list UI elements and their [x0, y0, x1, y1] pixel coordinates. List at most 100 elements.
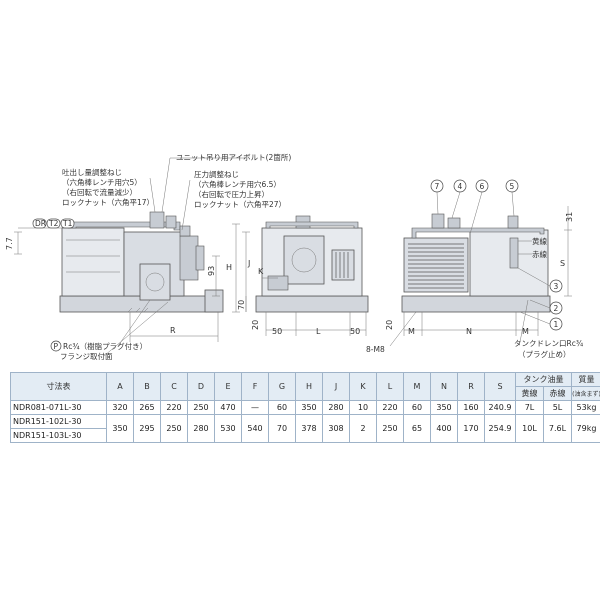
marker-7: 7	[435, 182, 440, 191]
cell: 240.9	[484, 400, 516, 415]
cell: —	[241, 400, 269, 415]
dim-70: 70	[237, 300, 246, 310]
flow-adjust-3: （右回転で流量減少）	[62, 187, 137, 197]
cell: 280	[187, 414, 215, 443]
dim-50b: 50	[350, 327, 360, 336]
front-cooler	[331, 249, 355, 281]
red-line-label: 赤線	[532, 249, 547, 259]
cell: 2	[349, 414, 377, 443]
cell-mass: 79kg	[571, 414, 600, 443]
col-b: B	[133, 372, 161, 401]
front-base	[255, 295, 369, 313]
dim-31: 31	[565, 212, 574, 222]
front-view: H J K 70 20 50 L 50 8-M8	[226, 215, 417, 354]
side-tank	[61, 227, 125, 297]
cell: 320	[106, 400, 134, 415]
table-title: 寸法表	[10, 372, 107, 401]
side-view: DR T2 T1 7.7 93 R P Rc¾（樹脂プラグ付き） フランジ取付面	[5, 157, 246, 361]
col-f: F	[241, 372, 269, 401]
cell: 280	[322, 400, 350, 415]
rear-cooler	[403, 237, 469, 293]
col-n: N	[430, 372, 458, 401]
rear-base	[401, 295, 551, 313]
cell: 530	[214, 414, 242, 443]
cell: 250	[376, 414, 404, 443]
cell: 220	[160, 400, 188, 415]
side-base-foot	[204, 289, 224, 313]
flow-adjust-4: ロックナット（六角平17）	[62, 197, 154, 207]
plug-label: （プラグ止め）	[518, 349, 571, 359]
cell: 70	[268, 414, 296, 443]
cell: 250	[187, 400, 215, 415]
col-mass-note: (油含まず)	[571, 386, 600, 401]
dim-20b: 20	[385, 320, 394, 330]
col-j: J	[322, 372, 350, 401]
table-row: NDR081-071L-30 320 265 220 250 470 — 60 …	[10, 400, 600, 415]
port-dr: DR	[35, 219, 46, 228]
rc-label: Rc¾（樹脂プラグ付き）	[63, 341, 147, 351]
cell: 350	[295, 400, 323, 415]
marker-4: 4	[458, 182, 463, 191]
col-tank-group: タンク油量	[515, 372, 572, 387]
cell: 65	[403, 414, 431, 443]
side-outlet	[195, 245, 205, 271]
cell: 265	[133, 400, 161, 415]
col-yellow: 黄線	[515, 386, 544, 401]
col-mass: 質量	[571, 372, 600, 387]
rc-prefix: P	[54, 342, 59, 351]
cell-yellow: 7L	[515, 400, 544, 415]
row-model: NDR151-102L-30	[10, 414, 107, 429]
side-valve	[179, 235, 199, 281]
flow-adjust-1: 吐出し量調整ねじ	[62, 167, 122, 177]
flow-adjust-2: （六角棒レンチ用穴5）	[62, 177, 142, 187]
mount-holes-label: 8-M8	[366, 345, 385, 354]
pressure-adjust-3: （右回転で圧力上昇）	[194, 189, 269, 199]
dim-n: N	[466, 327, 472, 336]
dim-s: S	[560, 259, 565, 268]
col-l: L	[376, 372, 404, 401]
col-red: 赤線	[543, 386, 572, 401]
side-flange	[139, 263, 171, 301]
rear-tank	[469, 229, 549, 297]
marker-2: 2	[554, 304, 559, 313]
cell: 378	[295, 414, 323, 443]
pressure-adjust-4: ロックナット（六角平27）	[194, 199, 286, 209]
pressure-adjust-1: 圧力調整ねじ	[194, 169, 239, 179]
col-k: K	[349, 372, 377, 401]
port-t1: T1	[62, 219, 73, 228]
dim-l: L	[316, 327, 321, 336]
dim-k: K	[258, 267, 264, 276]
cell: 170	[457, 414, 485, 443]
marker-6: 6	[480, 182, 485, 191]
rear-view: 7 4 6 5 3 2 1 黄線 赤線 31 S 20 M N M タンクドレン…	[385, 179, 584, 359]
pressure-adjust-2: （六角棒レンチ用穴6.5）	[194, 179, 281, 189]
col-e: E	[214, 372, 242, 401]
cell: 295	[133, 414, 161, 443]
cell: 160	[457, 400, 485, 415]
cell-red: 7.6L	[543, 414, 572, 443]
dim-h: H	[226, 263, 232, 272]
dim-50a: 50	[272, 327, 282, 336]
cell: 350	[106, 414, 134, 443]
eye-bolt-label: ユニット吊り用アイボルト(2箇所)	[176, 152, 291, 162]
cell-yellow: 10L	[515, 414, 544, 443]
port-t2: T2	[48, 219, 59, 228]
cell: 220	[376, 400, 404, 415]
row-model: NDR081-071L-30	[10, 400, 107, 415]
col-c: C	[160, 372, 188, 401]
dimension-table: 寸法表 A B C D E F G H J K L M N R S タンク油量 …	[10, 372, 600, 443]
table-row: NDR151-103L-30	[10, 428, 600, 443]
col-h: H	[295, 372, 323, 401]
dim-r: R	[170, 326, 176, 335]
cell: 540	[241, 414, 269, 443]
cell-mass: 53kg	[571, 400, 600, 415]
col-g: G	[268, 372, 296, 401]
dim-93: 93	[207, 266, 216, 276]
marker-5: 5	[510, 182, 515, 191]
cell: 470	[214, 400, 242, 415]
col-r: R	[457, 372, 485, 401]
col-s: S	[484, 372, 516, 401]
dim-m1: M	[408, 327, 415, 336]
col-d: D	[187, 372, 215, 401]
